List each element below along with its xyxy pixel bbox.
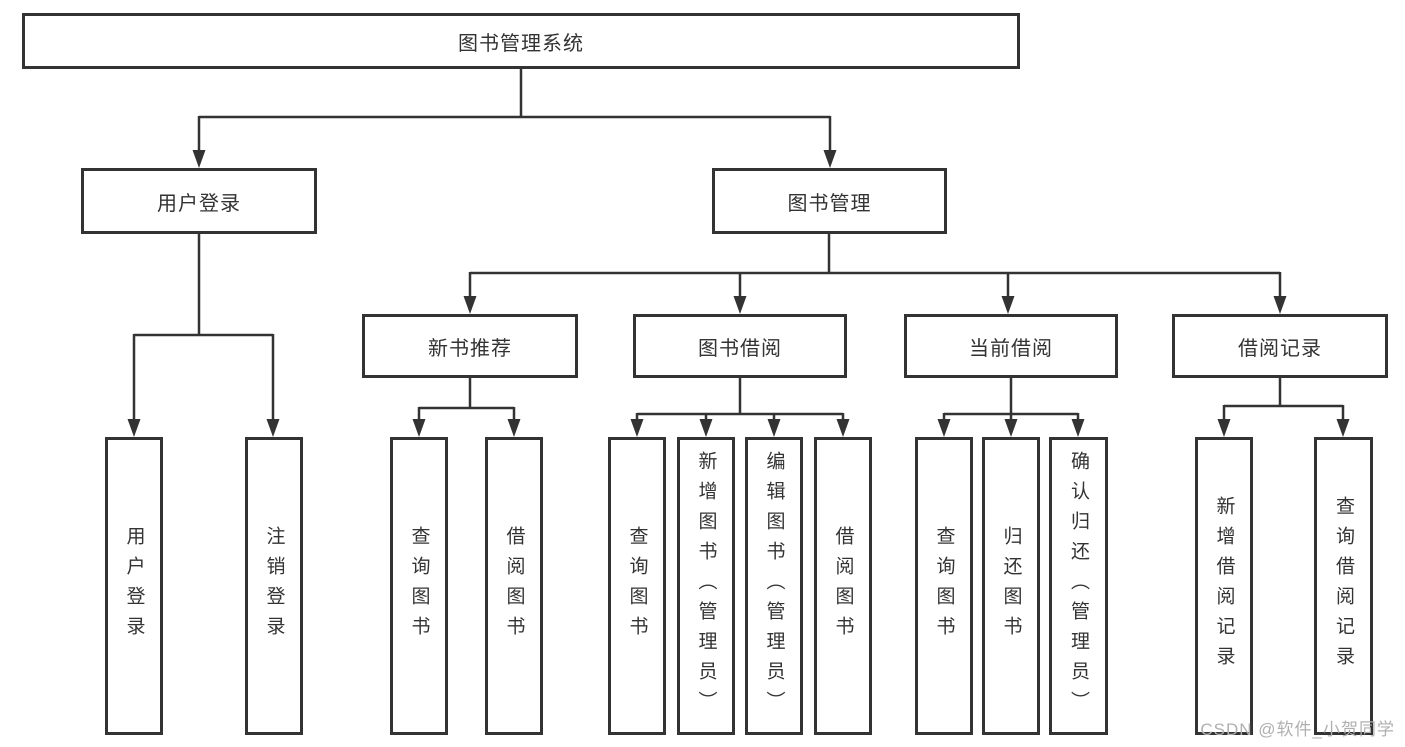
node-borrow-records: 借阅记录 xyxy=(1172,314,1388,378)
node-label: 查询借阅记录 xyxy=(1333,496,1354,676)
leaf-records-query-record: 查询借阅记录 xyxy=(1314,437,1373,735)
node-label: 用户登录 xyxy=(123,526,145,646)
node-label: 图书管理 xyxy=(787,192,872,215)
leaf-current-confirm-return-admin: 确认归还（管理员） xyxy=(1049,437,1108,735)
node-label: 图书借阅 xyxy=(698,337,782,360)
node-label: 编辑图书（管理员） xyxy=(763,451,785,721)
leaf-user-login: 用户登录 xyxy=(105,437,163,735)
node-label: 新增借阅记录 xyxy=(1213,496,1235,676)
node-label: 当前借阅 xyxy=(969,337,1053,360)
node-label: 查询图书 xyxy=(933,526,955,646)
node-label: 注销登录 xyxy=(263,526,285,646)
leaf-borrow-edit-books-admin: 编辑图书（管理员） xyxy=(745,437,803,735)
node-library-management-system: 图书管理系统 xyxy=(22,13,1020,69)
leaf-logout: 注销登录 xyxy=(245,437,303,735)
node-label: 查询图书 xyxy=(408,526,430,646)
node-label: 借阅记录 xyxy=(1238,337,1322,360)
node-book-borrow: 图书借阅 xyxy=(633,314,847,378)
leaf-records-add-record: 新增借阅记录 xyxy=(1195,437,1253,735)
leaf-borrow-add-books-admin: 新增图书（管理员） xyxy=(677,437,735,735)
arrowheads xyxy=(127,150,1350,437)
leaf-current-query-books: 查询图书 xyxy=(915,437,973,735)
leaf-borrow-query-books: 查询图书 xyxy=(608,437,666,735)
node-label: 新书推荐 xyxy=(428,337,512,360)
leaf-recommend-query-books: 查询图书 xyxy=(390,437,448,735)
node-current-borrow: 当前借阅 xyxy=(904,314,1118,378)
csdn-watermark: CSDN @软件_小贺同学 xyxy=(1200,720,1395,739)
leaf-borrow-borrow-books: 借阅图书 xyxy=(814,437,872,735)
node-label: 借阅图书 xyxy=(832,526,854,646)
node-label: 确认归还（管理员） xyxy=(1068,451,1089,721)
node-new-book-recommend: 新书推荐 xyxy=(362,314,578,378)
node-label: 查询图书 xyxy=(626,526,648,646)
node-label: 用户登录 xyxy=(157,192,241,215)
node-label: 借阅图书 xyxy=(503,526,525,646)
node-label: 新增图书（管理员） xyxy=(695,451,717,721)
leaf-current-return-books: 归还图书 xyxy=(982,437,1040,735)
node-label: 图书管理系统 xyxy=(458,32,584,55)
node-book-management: 图书管理 xyxy=(712,168,947,234)
node-label: 归还图书 xyxy=(1000,526,1022,646)
node-user-login: 用户登录 xyxy=(81,168,317,234)
leaf-recommend-borrow-books: 借阅图书 xyxy=(485,437,543,735)
